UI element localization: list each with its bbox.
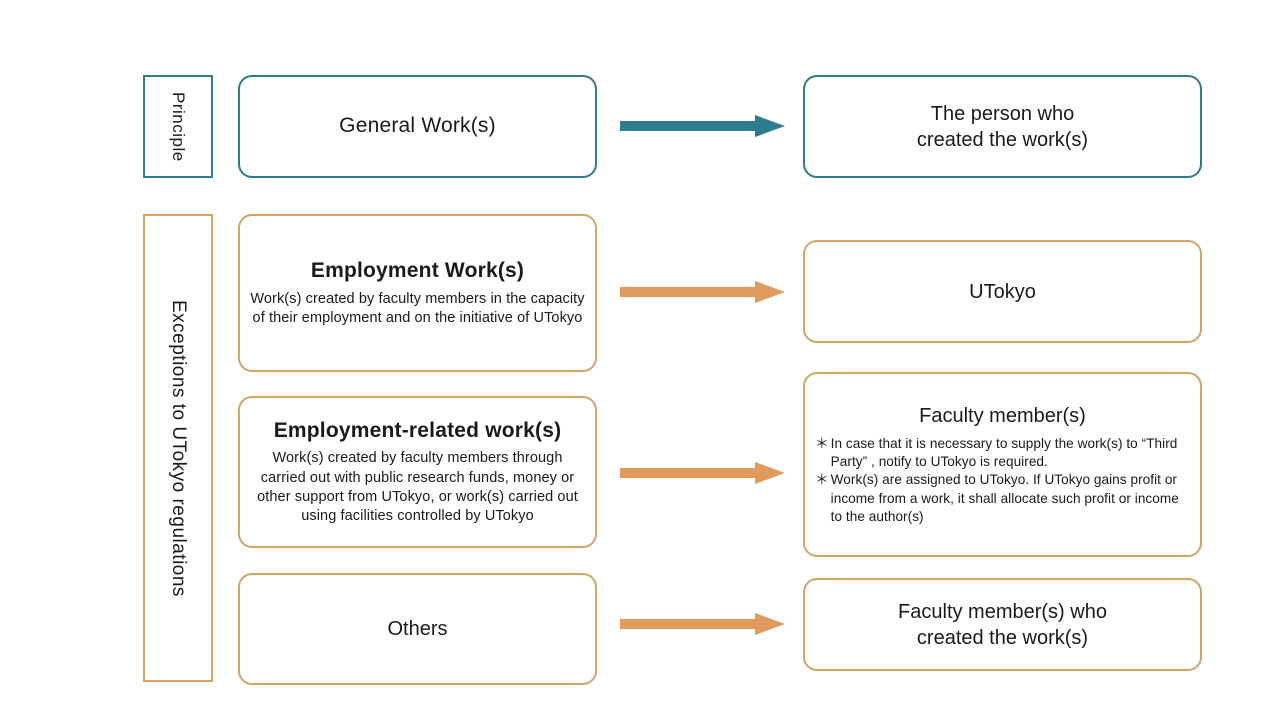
arrow-right-teal-principle (620, 115, 785, 137)
arrow-right-orange-others (620, 613, 785, 635)
person-created-line2: created the work(s) (916, 128, 1089, 151)
note-text: In case that it is necessary to supply t… (830, 435, 1178, 470)
faculty-created-line2: created the work(s) (916, 626, 1089, 649)
faculty-member-title: Faculty member(s) (919, 404, 1086, 427)
arrow-right-orange-employment-related (620, 462, 785, 484)
employment-work-body: Work(s) created by faculty members in th… (250, 290, 585, 326)
category-rail-exceptions: Exceptions to UTokyo regulations (143, 214, 213, 682)
target-box-person-created: The person who created the work(s) (803, 75, 1202, 178)
note-item: ＊ Work(s) are assigned to UTokyo. If UTo… (815, 471, 1192, 526)
general-work-title: General Work(s) (339, 114, 496, 138)
asterisk-icon: ＊ (815, 472, 829, 488)
source-box-others: Others (238, 573, 597, 685)
source-box-general-work: General Work(s) (238, 75, 597, 178)
category-rail-principle: Principle (143, 75, 213, 178)
employment-related-title: Employment-related work(s) (273, 419, 562, 443)
employment-work-title: Employment Work(s) (310, 259, 525, 283)
source-box-employment-work: Employment Work(s) Work(s) created by fa… (238, 214, 597, 372)
faculty-member-notes-list: ＊ In case that it is necessary to supply… (805, 435, 1200, 526)
note-text: Work(s) are assigned to UTokyo. If UToky… (830, 472, 1179, 524)
utokyo-title: UTokyo (969, 280, 1036, 303)
others-title: Others (387, 618, 448, 640)
faculty-created-line1: Faculty member(s) who (898, 600, 1107, 623)
arrow-right-orange-employment (620, 281, 785, 303)
person-created-line1: The person who (930, 102, 1075, 125)
asterisk-icon: ＊ (815, 435, 829, 451)
target-box-faculty-created: Faculty member(s) who created the work(s… (803, 578, 1202, 671)
target-box-utokyo: UTokyo (803, 240, 1202, 343)
source-box-employment-related: Employment-related work(s) Work(s) creat… (238, 396, 597, 548)
employment-related-body: Work(s) created by faculty members throu… (257, 450, 578, 524)
target-box-faculty-member-notes: Faculty member(s) ＊ In case that it is n… (803, 372, 1202, 557)
category-label-principle: Principle (169, 91, 188, 162)
category-label-exceptions: Exceptions to UTokyo regulations (168, 299, 189, 597)
note-item: ＊ In case that it is necessary to supply… (815, 435, 1192, 471)
